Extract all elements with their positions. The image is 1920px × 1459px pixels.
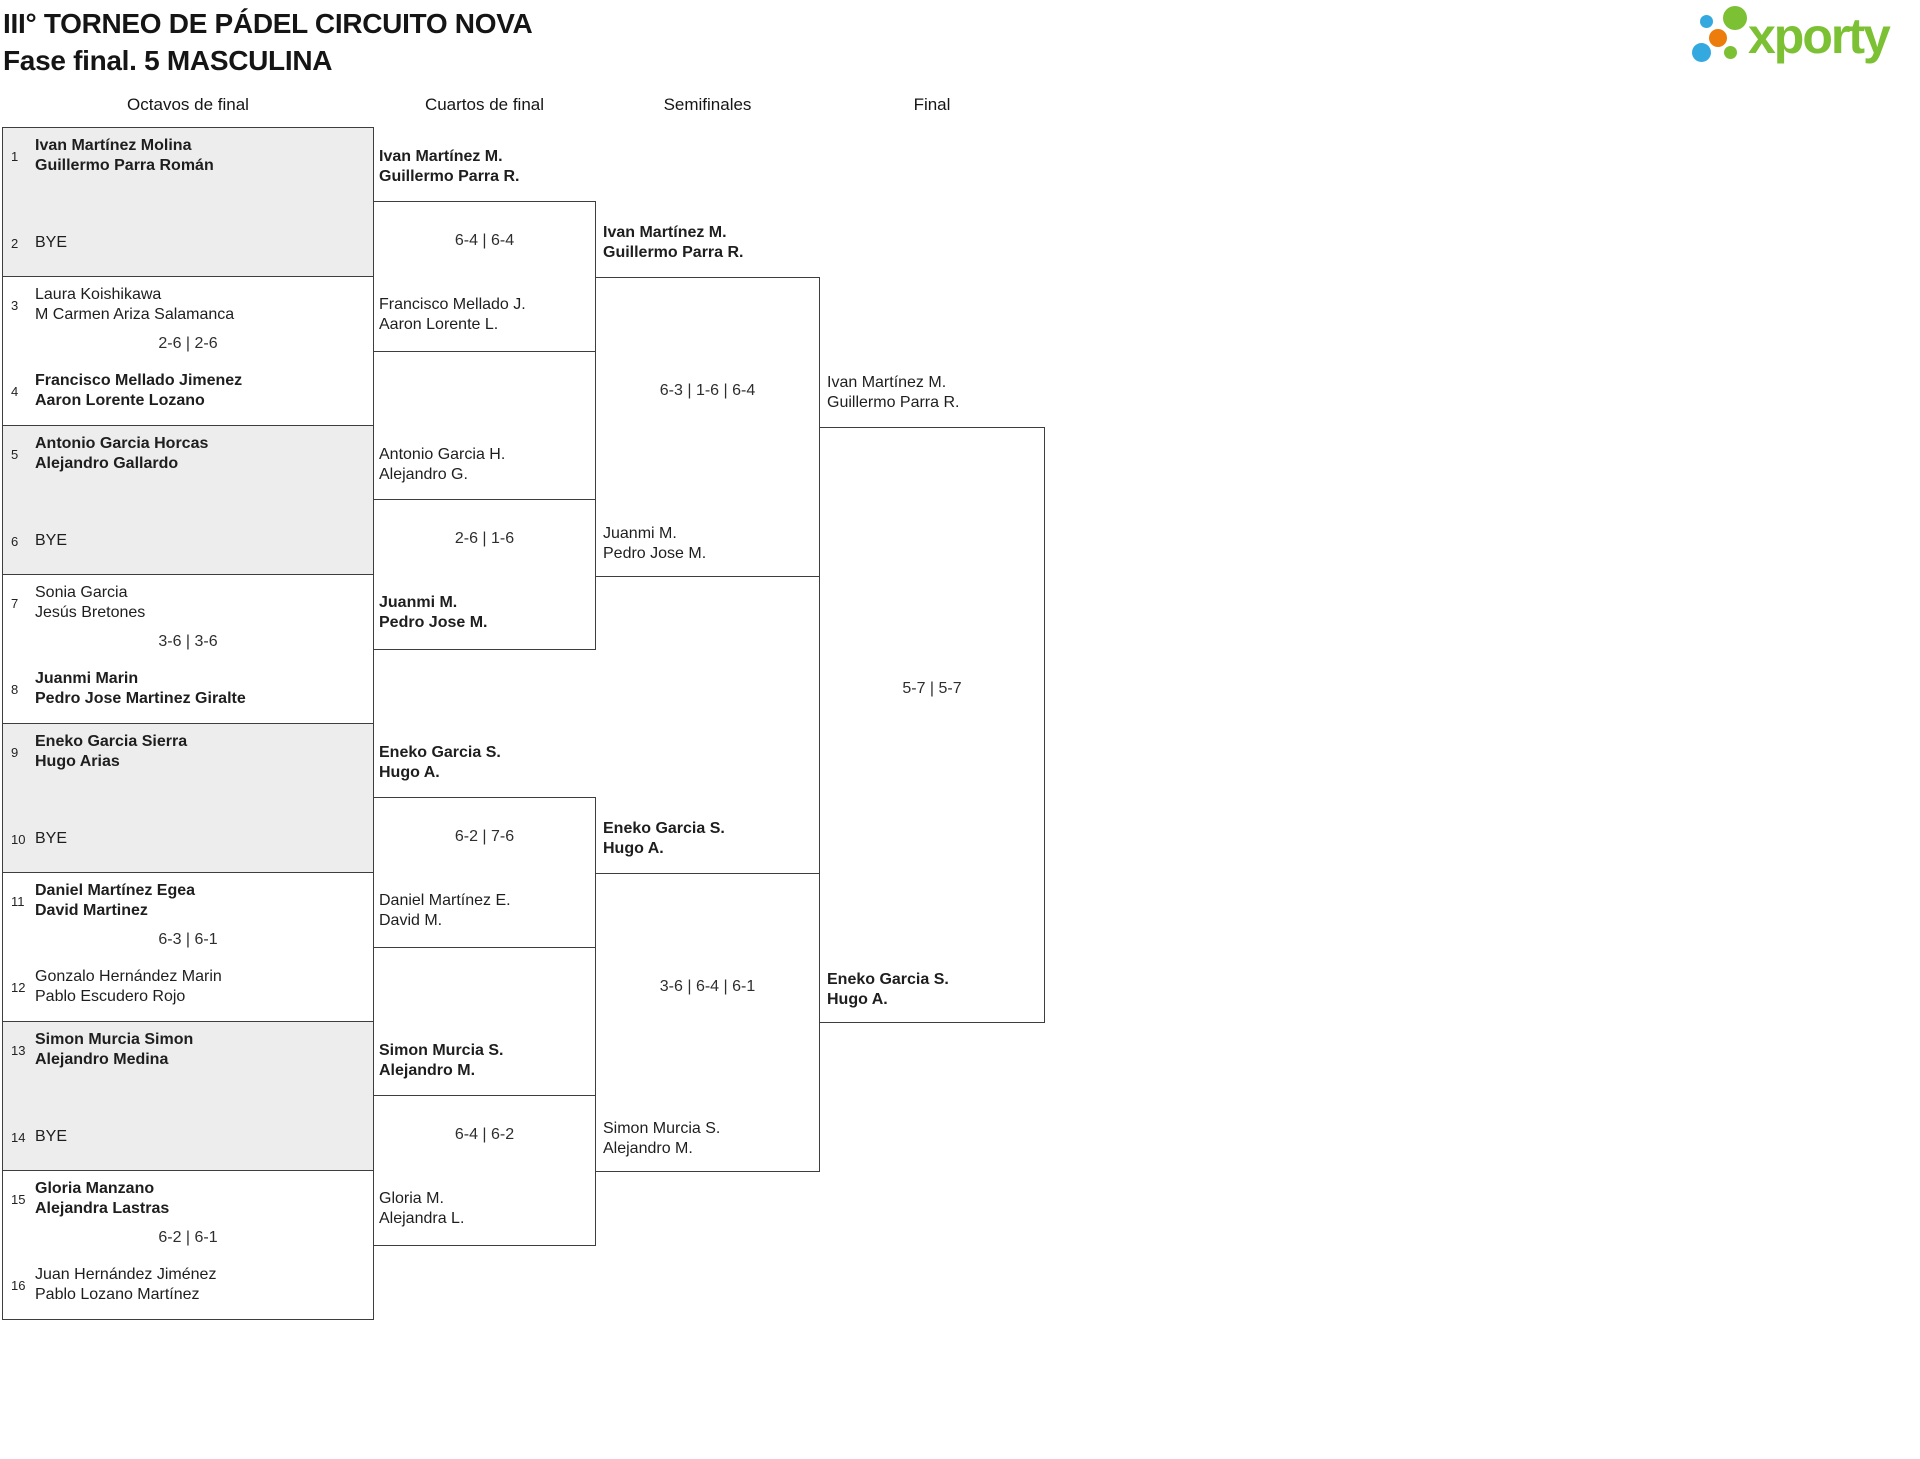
seed-number: 16 (11, 1277, 26, 1293)
match-score: 2-6 | 2-6 (158, 335, 218, 352)
seed-number: 7 (11, 595, 19, 611)
seed-number: 9 (11, 744, 19, 760)
final-match-box[interactable] (819, 427, 1045, 1023)
seed-number: 5 (11, 446, 19, 462)
seed-number: 10 (11, 831, 26, 847)
logo-dot-icon (1723, 6, 1747, 30)
logo-wordmark: xporty (1748, 8, 1891, 64)
logo-dot-icon (1709, 29, 1727, 47)
match-score: 6-4 | 6-2 (454, 1126, 515, 1143)
match-score: 3-6 | 6-4 | 6-1 (659, 978, 756, 995)
phase-category: Fase final. 5 MASCULINA (3, 45, 333, 76)
seed-number: 14 (11, 1129, 26, 1145)
bye-entry: 2 BYE (9, 233, 367, 253)
bye-entry: 14 BYE (9, 1127, 367, 1147)
team-label: Juanmi M.Pedro Jose M. (603, 525, 707, 562)
tournament-name: III° TORNEO DE PÁDEL CIRCUITO NOVA (3, 8, 533, 39)
bye-entry: 10 BYE (9, 829, 367, 849)
page-title: III° TORNEO DE PÁDEL CIRCUITO NOVA Fase … (3, 5, 903, 79)
seed-number: 12 (11, 979, 26, 995)
seed-number: 15 (11, 1191, 26, 1207)
match-score: 3-6 | 3-6 (158, 633, 218, 650)
seed-number: 4 (11, 383, 19, 399)
logo-dot-icon (1700, 15, 1713, 28)
seed-number: 8 (11, 681, 19, 697)
match-score: 5-7 | 5-7 (902, 680, 962, 697)
team-label: Francisco Mellado J.Aaron Lorente L. (379, 296, 526, 333)
round-header-octavos: Octavos de final (127, 95, 249, 114)
match-score: 2-6 | 1-6 (454, 530, 515, 547)
match-score: 6-2 | 7-6 (454, 828, 515, 845)
bye-label: BYE (35, 532, 68, 549)
team-label: Juanmi M.Pedro Jose M. (379, 594, 488, 631)
team-label: Eneko Garcia S.Hugo A. (379, 744, 501, 781)
round-header-final: Final (913, 95, 951, 114)
team-label: Ivan Martínez M.Guillermo Parra R. (827, 374, 960, 411)
team-label: Gloria M.Alejandra L. (379, 1190, 465, 1227)
team-label: Ivan Martínez M.Guillermo Parra R. (379, 148, 520, 185)
match-score: 6-3 | 1-6 | 6-4 (659, 382, 756, 399)
bye-label: BYE (35, 830, 68, 847)
bye-label: BYE (35, 1128, 68, 1145)
team-label: Simon Murcia S.Alejandro M. (379, 1042, 504, 1079)
seed-number: 2 (11, 235, 19, 251)
logo-dot-icon (1724, 46, 1737, 59)
match-score: 6-2 | 6-1 (158, 1229, 218, 1246)
team-label: Eneko Garcia S.Hugo A. (827, 971, 949, 1008)
round-header-cuartos: Cuartos de final (424, 95, 545, 114)
bye-entry: 6 BYE (9, 531, 367, 551)
seed-number: 6 (11, 533, 19, 549)
team-label: Ivan Martínez M.Guillermo Parra R. (603, 224, 744, 261)
seed-number: 13 (11, 1042, 26, 1058)
bye-label: BYE (35, 234, 68, 251)
team-label: Simon Murcia S.Alejandro M. (603, 1120, 721, 1157)
team-label: Daniel Martínez E.David M. (379, 892, 511, 929)
seed-number: 1 (11, 148, 19, 164)
qf-match-box-1[interactable] (373, 201, 596, 352)
logo-dot-icon (1692, 43, 1711, 62)
team-label: Antonio Garcia H.Alejandro G. (379, 446, 506, 483)
team-label: Eneko Garcia S.Hugo A. (603, 820, 725, 857)
match-score: 6-3 | 6-1 (158, 931, 218, 948)
round-header-semifinales: Semifinales (663, 95, 752, 114)
qf-match-box-3[interactable] (373, 797, 596, 948)
seed-number: 11 (11, 893, 25, 909)
seed-number: 3 (11, 297, 19, 313)
match-score: 6-4 | 6-4 (454, 232, 515, 249)
